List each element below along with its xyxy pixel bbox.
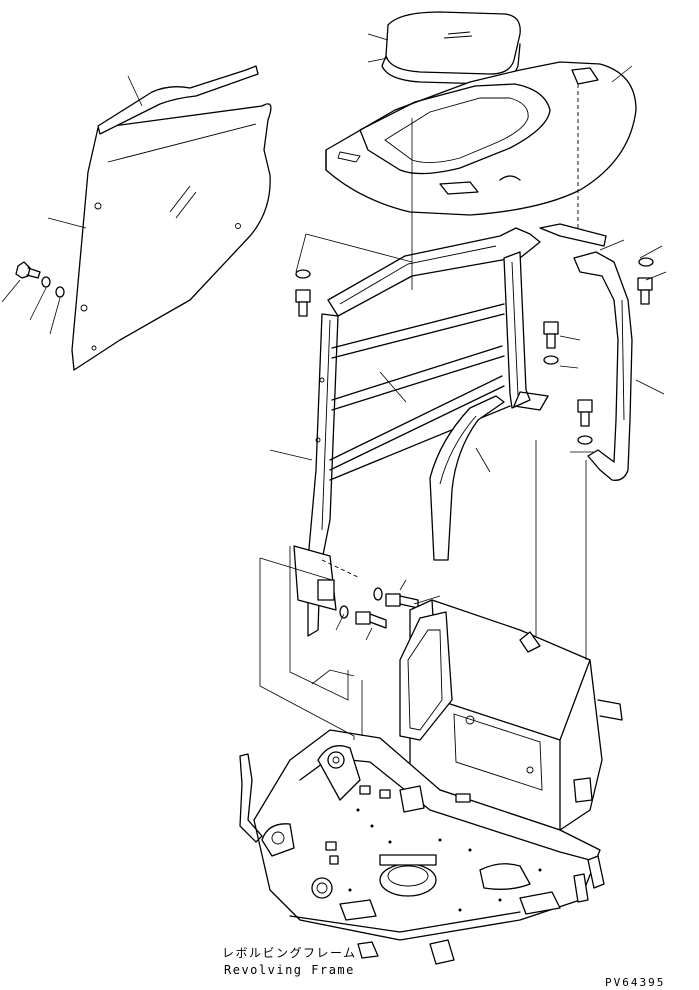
caption-japanese: レボルビングフレーム: [222, 946, 357, 960]
floor-plate: [325, 61, 637, 216]
drawing-code: PV64395: [605, 976, 666, 989]
lower-bracket: [293, 545, 337, 611]
revolving-frame: [239, 599, 623, 965]
window-glass: [71, 103, 272, 371]
leader-lines: [1, 33, 667, 740]
window-channel: [97, 65, 259, 135]
side-panel: [429, 395, 505, 561]
bolt-left: [15, 261, 65, 298]
bolts-right: [295, 257, 654, 629]
seat-cushion: [381, 11, 521, 85]
rops-frame: [307, 227, 549, 637]
caption-english: Revolving Frame: [224, 963, 355, 977]
stay-bar: [539, 223, 633, 481]
